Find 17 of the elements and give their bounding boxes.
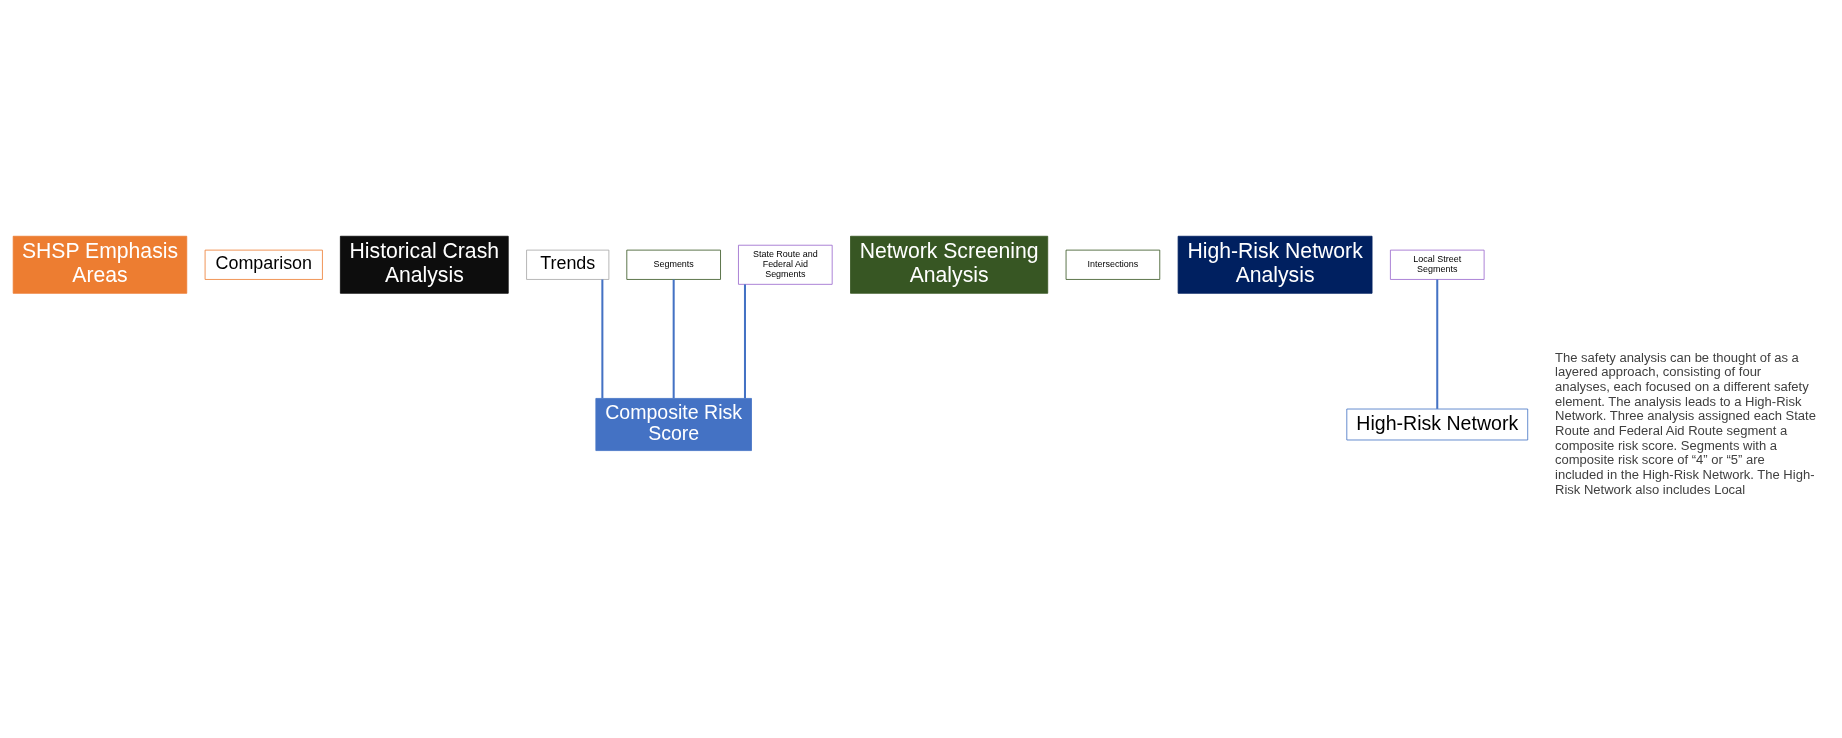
node-box: Intersections	[1065, 249, 1161, 280]
node-box: High-Risk Network	[1346, 408, 1529, 440]
node-box: High-Risk Network Analysis	[1177, 235, 1373, 294]
connector	[743, 283, 746, 398]
node-box: State Route and Federal Aid Segments	[738, 244, 833, 285]
node-box: Comparison	[204, 249, 323, 280]
node-box: Trends	[526, 249, 610, 280]
connector	[672, 279, 675, 398]
connector	[1436, 279, 1439, 409]
node-box: Segments	[626, 249, 721, 280]
node-box: SHSP Emphasis Areas	[12, 235, 188, 294]
node-box: Network Screening Analysis	[850, 235, 1049, 294]
node-box: Historical Crash Analysis	[339, 235, 509, 294]
node-box: Composite Risk Score	[595, 397, 752, 451]
node-box: Local Street Segments	[1390, 249, 1485, 280]
label: The safety analysis can be thought of as a layered approach, consisting of four analyses, each focused on a different safety element. The analysis leads to a High-Risk Network. Three analysis assigned each State Route and Federal Aid Route segment a composite risk score. Segments with a composite risk score of “4” or “5” are included in the High-Risk Network. The High-Risk Network also includes Local	[1555, 349, 1816, 497]
connector	[601, 279, 604, 398]
